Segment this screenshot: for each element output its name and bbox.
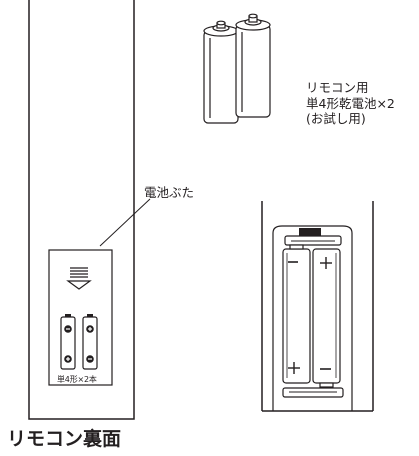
battery-caption: リモコン用 単4形乾電池×2 (お試し用) — [306, 80, 395, 127]
battery-caption-line3: (お試し用) — [306, 111, 366, 126]
battery-compartment — [261, 201, 374, 412]
plus-mark-icon — [288, 362, 300, 374]
battery-caption-line1: リモコン用 — [306, 80, 369, 95]
battery-slot-label: 単4形×2本 — [57, 375, 97, 384]
slide-arrow-icon — [66, 280, 92, 290]
battery-cover-label: 電池ぶた — [144, 185, 195, 200]
aaa-battery-right — [235, 13, 271, 118]
plus-mark-icon — [320, 257, 332, 269]
remote-back-title: リモコン裏面 — [7, 428, 122, 450]
remote-back-body — [28, 0, 135, 420]
battery-slot-left — [60, 314, 76, 370]
battery-slot-right — [82, 314, 98, 370]
cover-grip-icon — [70, 267, 88, 278]
aaa-battery-left — [203, 20, 239, 124]
battery-cover — [48, 249, 113, 386]
compartment-battery-left — [282, 244, 311, 384]
compartment-battery-right — [312, 248, 341, 388]
battery-caption-line2: 単4形乾電池×2 — [306, 95, 395, 111]
cover-leader-line — [99, 198, 151, 247]
